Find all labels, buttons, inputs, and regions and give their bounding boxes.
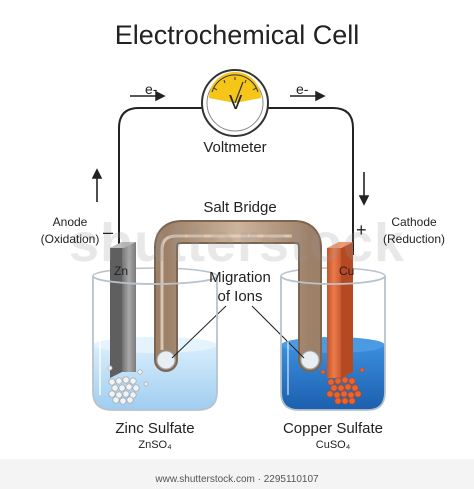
electron-flow-arrow-left xyxy=(130,90,166,102)
cathode-label-line2: (Reduction) xyxy=(382,232,446,246)
copper-solution-label: Copper Sulfate xyxy=(282,420,384,437)
up-arrow-icon xyxy=(91,168,103,202)
zinc-electrode-label: Zn xyxy=(114,264,129,278)
copper-electrode xyxy=(327,242,353,378)
anode-label-line1: Anode xyxy=(52,215,88,229)
copper-electrode-label: Cu xyxy=(339,264,355,278)
copper-formula: CuSO₄ xyxy=(315,439,351,451)
zinc-electrode xyxy=(110,242,136,378)
cathode-label: Cathode (Reduction) xyxy=(368,214,460,248)
cathode-label-line1: Cathode xyxy=(391,215,437,229)
anode-label-line2: (Oxidation) xyxy=(40,232,100,246)
voltmeter-label: Voltmeter xyxy=(203,139,267,156)
copper-deposit-particles xyxy=(320,367,365,405)
voltmeter-icon xyxy=(201,69,269,137)
salt-bridge-label: Salt Bridge xyxy=(203,199,277,216)
electron-label-right: e- xyxy=(296,81,309,97)
cathode-sign: + xyxy=(356,220,367,240)
zinc-ion-particles xyxy=(107,365,149,405)
page-title: Electrochemical Cell xyxy=(114,20,360,50)
footer-bar xyxy=(0,459,474,489)
circuit-wire xyxy=(118,107,202,255)
zinc-solution-label: Zinc Sulfate xyxy=(115,420,195,437)
anode-sign: – xyxy=(103,222,114,242)
watermark: shutterstock xyxy=(68,213,406,273)
down-arrow-icon xyxy=(358,172,370,206)
zinc-beaker xyxy=(92,275,218,411)
zinc-formula: ZnSO₄ xyxy=(138,439,172,451)
migration-label: Migration of Ions xyxy=(190,268,290,306)
copper-beaker xyxy=(280,275,386,411)
salt-bridge xyxy=(154,220,322,372)
footer-credit: www.shutterstock.com · 2295110107 xyxy=(155,474,319,485)
migration-label-line1: Migration xyxy=(209,269,271,286)
electron-label-left: e- xyxy=(145,81,158,97)
electron-flow-arrow-right xyxy=(290,90,326,102)
migration-pointer-right xyxy=(251,305,305,359)
anode-label: Anode (Oxidation) xyxy=(26,214,114,248)
circuit-wire-right xyxy=(268,107,354,255)
migration-label-line2: of Ions xyxy=(217,288,263,305)
voltmeter-symbol: V xyxy=(229,92,243,114)
